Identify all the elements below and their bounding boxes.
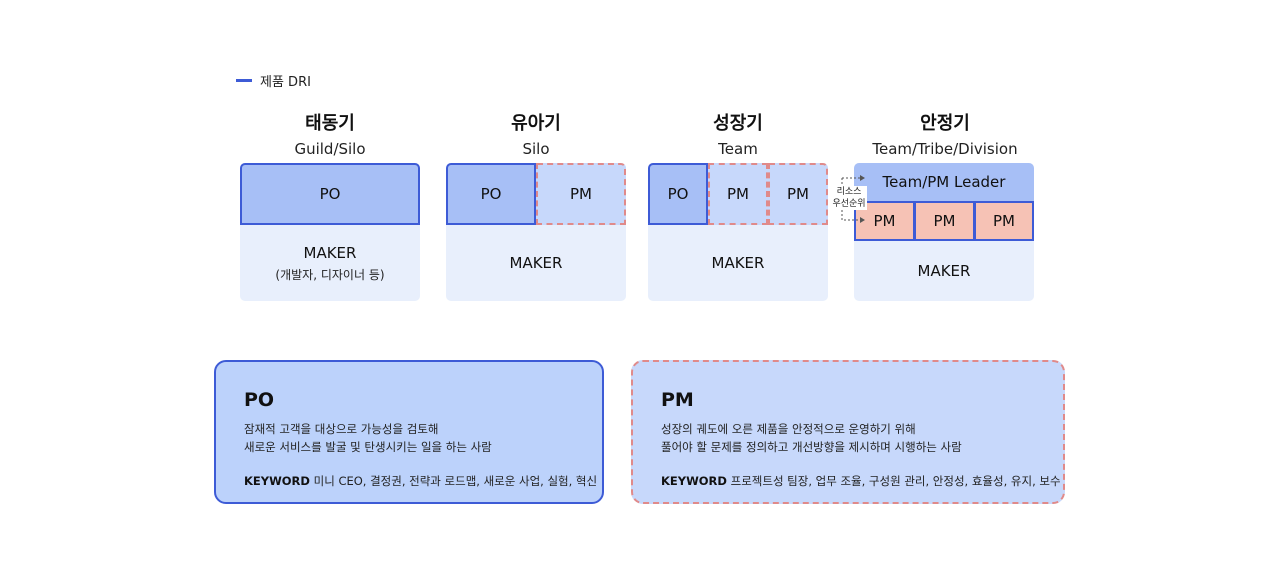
maker-label: MAKER (303, 243, 357, 262)
stage-heading-4: 안정기 Team/Tribe/Division (845, 112, 1045, 160)
stage-heading-1: 태동기 Guild/Silo (230, 112, 430, 160)
card-description-line: 잠재적 고객을 대상으로 가능성을 검토해 (244, 422, 439, 436)
legend-line-swatch (236, 79, 252, 82)
po-cell: PO (648, 163, 708, 225)
maker-label: MAKER (509, 254, 563, 272)
pm-cell: PM (914, 201, 975, 241)
pm-cell: PM (536, 163, 626, 225)
stage-subtitle: Team (718, 140, 758, 158)
card-keywords: KEYWORD 미니 CEO, 결정권, 전략과 로드맵, 새로운 사업, 실험… (244, 472, 602, 490)
pm-label: PM (787, 185, 809, 203)
keyword-list: 미니 CEO, 결정권, 전략과 로드맵, 새로운 사업, 실험, 혁신 (313, 474, 598, 488)
pm-label: PM (873, 212, 896, 230)
pm-label: PM (570, 185, 592, 203)
card-description-line: 성장의 궤도에 오른 제품을 안정적으로 운영하기 위해 (661, 422, 916, 436)
card-title: PO (244, 389, 275, 411)
resource-priority-note: 리소스 우선순위 (831, 186, 867, 210)
maker-cell: MAKER (개발자, 디자이너 등) (240, 225, 420, 301)
stage-subtitle: Silo (522, 140, 550, 158)
pm-cell: PM (854, 201, 915, 241)
po-cell: PO (240, 163, 420, 225)
card-description-line: 새로운 서비스를 발굴 및 탄생시키는 일을 하는 사람 (244, 440, 492, 454)
stage-title: 유아기 (511, 113, 561, 134)
pm-label: PM (993, 212, 1015, 230)
keyword-list: 프로젝트성 팀장, 업무 조율, 구성원 관리, 안정성, 효율성, 유지, 보… (730, 474, 1061, 488)
maker-cell: MAKER (446, 225, 626, 301)
legend: 제품 DRI (236, 71, 311, 90)
legend-label: 제품 DRI (260, 75, 311, 90)
stage-title: 안정기 (920, 113, 970, 134)
maker-label: MAKER (917, 262, 971, 280)
stage-diagram-3: PO PM PM MAKER (648, 163, 828, 301)
card-description-line: 풀어야 할 문제를 정의하고 개선방향을 제시하며 시행하는 사람 (661, 440, 962, 454)
leader-label: Team/PM Leader (882, 173, 1006, 191)
stage-diagram-4: Team/PM Leader PM PM PM MAKER (854, 163, 1034, 301)
po-description-card: PO 잠재적 고객을 대상으로 가능성을 검토해 새로운 서비스를 발굴 및 탄… (214, 360, 604, 504)
stage-diagram-2: PO PM MAKER (446, 163, 626, 301)
arrow-head-icon (860, 175, 865, 181)
maker-cell: MAKER (648, 225, 828, 301)
stage-heading-2: 유아기 Silo (436, 112, 636, 160)
stage-title: 태동기 (305, 113, 355, 134)
po-label: PO (319, 185, 341, 203)
stage-subtitle: Guild/Silo (294, 140, 366, 158)
resource-note-line: 우선순위 (832, 199, 866, 209)
arrow-head-icon (860, 217, 865, 223)
stage-title: 성장기 (713, 113, 763, 134)
pm-cell: PM (974, 201, 1034, 241)
maker-cell: MAKER (854, 241, 1034, 301)
po-label: PO (480, 185, 502, 203)
maker-detail: (개발자, 디자이너 등) (275, 267, 385, 282)
stage-subtitle: Team/Tribe/Division (872, 140, 1018, 158)
keyword-label: KEYWORD (244, 474, 310, 488)
resource-note-line: 리소스 (836, 187, 862, 197)
pm-label: PM (933, 212, 956, 230)
card-title: PM (661, 389, 694, 411)
pm-cell: PM (768, 163, 828, 225)
stage-diagram-1: PO MAKER (개발자, 디자이너 등) (240, 163, 420, 301)
maker-label: MAKER (711, 254, 765, 272)
leader-cell: Team/PM Leader (854, 163, 1034, 201)
po-label: PO (667, 185, 689, 203)
stage-heading-3: 성장기 Team (638, 112, 838, 160)
card-keywords: KEYWORD 프로젝트성 팀장, 업무 조율, 구성원 관리, 안정성, 효율… (661, 472, 1063, 490)
pm-cell: PM (708, 163, 768, 225)
pm-label: PM (727, 185, 749, 203)
pm-description-card: PM 성장의 궤도에 오른 제품을 안정적으로 운영하기 위해 풀어야 할 문제… (631, 360, 1065, 504)
keyword-label: KEYWORD (661, 474, 727, 488)
po-cell: PO (446, 163, 536, 225)
